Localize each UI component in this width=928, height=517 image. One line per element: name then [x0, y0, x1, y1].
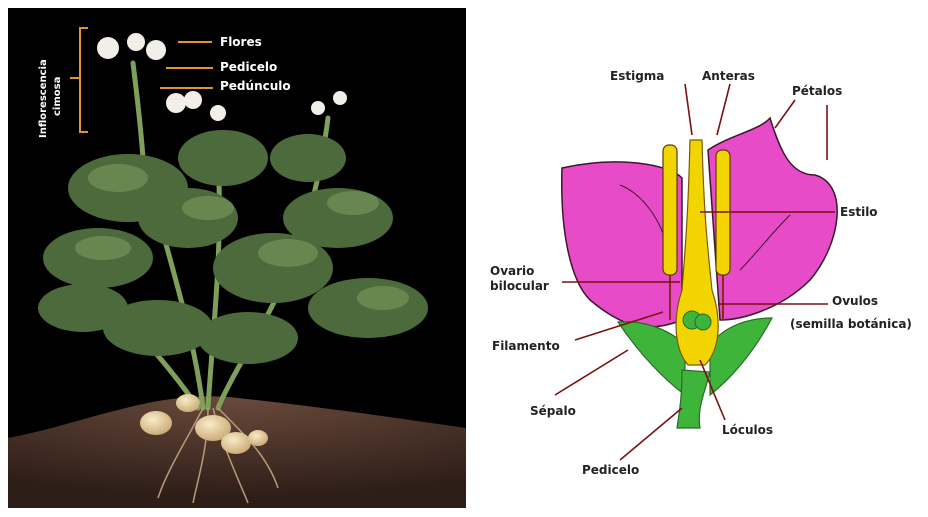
label-petalos: Pétalos: [792, 84, 842, 98]
label-cimosa: cimosa: [52, 77, 63, 116]
label-anteras: Anteras: [702, 69, 755, 83]
label-ovario-line1: Ovario: [490, 264, 534, 278]
label-filamento: Filamento: [492, 339, 560, 353]
flower-cross-section: Estigma Anteras Pétalos Estilo Ovario bi…: [470, 0, 928, 513]
label-pedicelo-flower: Pedicelo: [582, 463, 639, 477]
potato-plant-photo: Flores Pedicelo Pedúnculo Inflorescencia…: [8, 8, 466, 508]
label-inflorescencia: Inflorescencia: [38, 59, 49, 138]
flower-diagram: Estigma Anteras Pétalos Estilo Ovario bi…: [470, 0, 928, 513]
potato-plant-illustration: Flores Pedicelo Pedúnculo Inflorescencia…: [8, 8, 466, 508]
label-ovario-line2: bilocular: [490, 279, 549, 293]
label-ovulos-line1: Ovulos: [832, 294, 878, 308]
label-estilo: Estilo: [840, 205, 878, 219]
label-pedicelo: Pedicelo: [220, 60, 277, 74]
label-loculos: Lóculos: [722, 423, 773, 437]
pedicel-stem: [677, 370, 710, 428]
label-sepalo: Sépalo: [530, 404, 576, 418]
label-flores: Flores: [220, 35, 262, 49]
label-estigma: Estigma: [610, 69, 664, 83]
label-pedunculo: Pedúnculo: [220, 79, 291, 93]
label-ovulos-line2: (semilla botánica): [790, 317, 912, 331]
